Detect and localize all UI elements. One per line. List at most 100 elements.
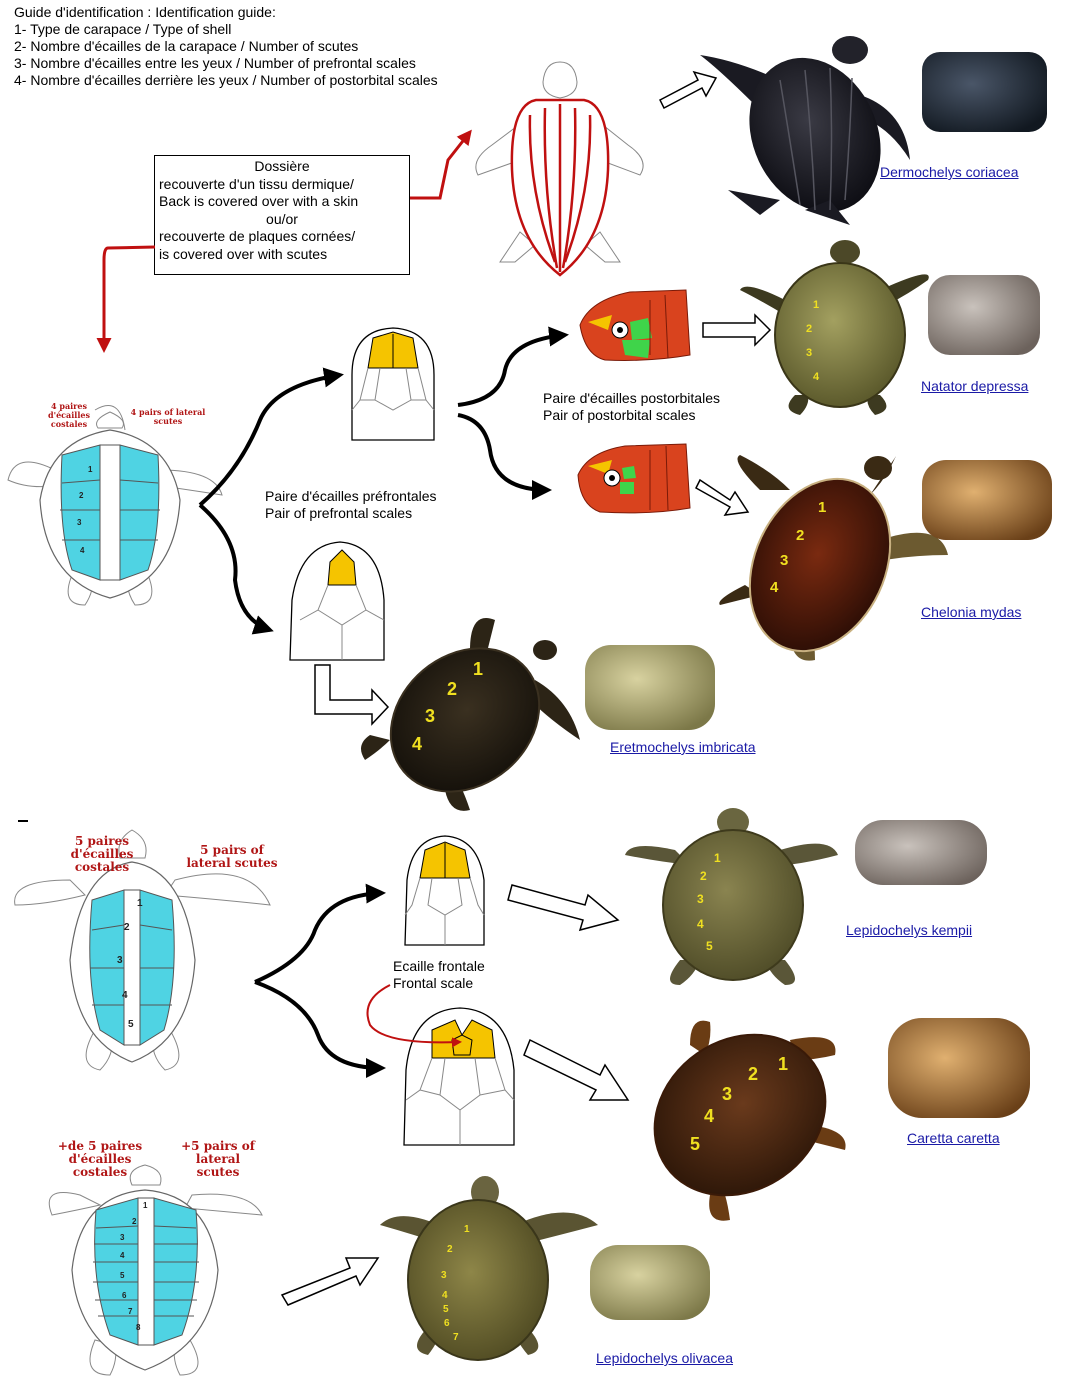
olivacea-number: 2 <box>447 1244 453 1255</box>
label-5-pairs-fr: 5 paires d'écailles costales <box>62 835 142 875</box>
kempii-number: 5 <box>706 939 713 953</box>
prefrontal-label-fr: Paire d'écailles préfrontales <box>265 488 437 505</box>
eretmochelys-number: 3 <box>425 706 435 726</box>
label-5-pairs-en: 5 pairs of lateral scutes <box>180 844 284 870</box>
chelonia-number: 1 <box>818 499 826 516</box>
chelonia-head-photo <box>922 460 1052 540</box>
frontal-label-fr: Ecaille frontale <box>393 958 485 975</box>
hollow-arrow <box>315 665 388 724</box>
natator-number: 1 <box>813 299 819 311</box>
black-arrows-lower <box>255 893 382 1068</box>
eretmochelys-number: 1 <box>473 659 483 679</box>
postorbital-label-fr: Paire d'écailles postorbitales <box>543 390 720 407</box>
shell-4-number: 1 <box>88 465 93 474</box>
head-diagram-caretta <box>404 1008 514 1145</box>
eretmochelys-number: 2 <box>447 679 457 699</box>
separator-dash <box>18 820 28 822</box>
shell-4-number: 4 <box>80 546 85 555</box>
species-link-eretmochelys-imbricata[interactable]: Eretmochelys imbricata <box>610 739 756 755</box>
shell-5-number: 2 <box>124 922 130 933</box>
species-link-lepidochelys-kempii[interactable]: Lepidochelys kempii <box>846 922 972 938</box>
hollow-arrow <box>660 72 716 108</box>
leatherback-shell-outline <box>476 62 643 275</box>
head-diagram-hawksbill <box>290 542 384 660</box>
shell-more-number: 1 <box>143 1201 148 1210</box>
shell-more-number: 5 <box>120 1271 125 1280</box>
hollow-arrow <box>282 1258 378 1305</box>
postorbital-label-en: Pair of postorbital scales <box>543 407 696 424</box>
frontal-label-en: Frontal scale <box>393 975 473 992</box>
shell-more-number: 8 <box>136 1323 141 1332</box>
red-connector-top <box>410 132 470 198</box>
olivacea-number: 6 <box>444 1318 450 1329</box>
caretta-number: 5 <box>690 1134 700 1154</box>
species-link-lepidochelys-olivacea[interactable]: Lepidochelys olivacea <box>596 1350 733 1366</box>
natator-number: 2 <box>806 323 812 335</box>
olivacea-number: 5 <box>443 1304 449 1315</box>
prefrontal-label-en: Pair of prefrontal scales <box>265 505 412 522</box>
eretmochelys-number: 4 <box>412 734 422 754</box>
shell-4-number: 3 <box>77 518 82 527</box>
shell-5-number: 3 <box>117 955 123 966</box>
chelonia-number: 4 <box>770 579 779 596</box>
olivacea-number: 3 <box>441 1270 447 1281</box>
dermochelys-head-photo <box>922 52 1047 132</box>
shell-5-number: 1 <box>137 898 143 909</box>
chelonia-photo <box>719 455 948 674</box>
eretmochelys-photo <box>361 618 580 821</box>
natator-number: 3 <box>806 347 812 359</box>
olivacea-number: 7 <box>453 1332 459 1343</box>
shell-4-pairs <box>8 406 222 606</box>
olivacea-number: 4 <box>442 1290 448 1301</box>
species-link-chelonia-mydas[interactable]: Chelonia mydas <box>921 604 1021 620</box>
hollow-arrow <box>696 480 748 515</box>
species-link-natator-depressa[interactable]: Natator depressa <box>921 378 1028 394</box>
caretta-number: 4 <box>704 1106 714 1126</box>
label-more-pairs-en: +5 pairs of lateral scutes <box>180 1140 256 1180</box>
caretta-number: 1 <box>778 1054 788 1074</box>
caretta-photo <box>623 1002 856 1228</box>
kempii-photo <box>625 808 838 985</box>
shell-more-number: 6 <box>122 1291 127 1300</box>
dermochelys-photo <box>700 36 910 234</box>
kempii-number: 2 <box>700 869 707 883</box>
hollow-arrow <box>524 1040 628 1100</box>
shell-5-number: 4 <box>122 990 128 1001</box>
caretta-number: 3 <box>722 1084 732 1104</box>
head-diagram-prefrontal-pair <box>352 328 434 440</box>
olivacea-head-photo <box>590 1245 710 1320</box>
chelonia-number: 2 <box>796 527 804 544</box>
eretmochelys-head-photo <box>585 645 715 730</box>
kempii-number: 3 <box>697 892 704 906</box>
natator-number: 4 <box>813 371 820 383</box>
caretta-head-photo <box>888 1018 1030 1118</box>
caretta-number: 2 <box>748 1064 758 1084</box>
kempii-number: 1 <box>714 851 721 865</box>
kempii-number: 4 <box>697 917 704 931</box>
head-diagram-kempii <box>405 836 484 945</box>
label-4-pairs-fr: 4 paires d'écailles costales <box>34 402 104 428</box>
label-more-pairs-fr: +de 5 paires d'écailles costales <box>52 1140 148 1180</box>
shell-4-number: 2 <box>79 491 84 500</box>
red-connector-down <box>104 247 155 350</box>
shell-more-number: 2 <box>132 1217 137 1226</box>
olivacea-photo <box>380 1176 598 1360</box>
shell-more-number: 3 <box>120 1233 125 1242</box>
chelonia-number: 3 <box>780 552 788 569</box>
species-link-dermochelys-coriacea[interactable]: Dermochelys coriacea <box>880 164 1019 180</box>
red-head-postorbital-pair <box>580 290 690 360</box>
kempii-head-photo <box>855 820 987 885</box>
shell-more-number: 7 <box>128 1307 133 1316</box>
label-4-pairs-en: 4 pairs of lateral scutes <box>128 408 208 426</box>
species-link-caretta-caretta[interactable]: Caretta caretta <box>907 1130 1000 1146</box>
red-head-postorbital-four <box>578 444 690 513</box>
shell-more-than-5-pairs <box>49 1165 262 1375</box>
olivacea-number: 1 <box>464 1224 470 1235</box>
natator-head-photo <box>928 275 1040 355</box>
hollow-arrow <box>703 315 770 345</box>
shell-more-number: 4 <box>120 1251 125 1260</box>
hollow-arrow <box>508 885 618 930</box>
shell-5-number: 5 <box>128 1019 134 1030</box>
